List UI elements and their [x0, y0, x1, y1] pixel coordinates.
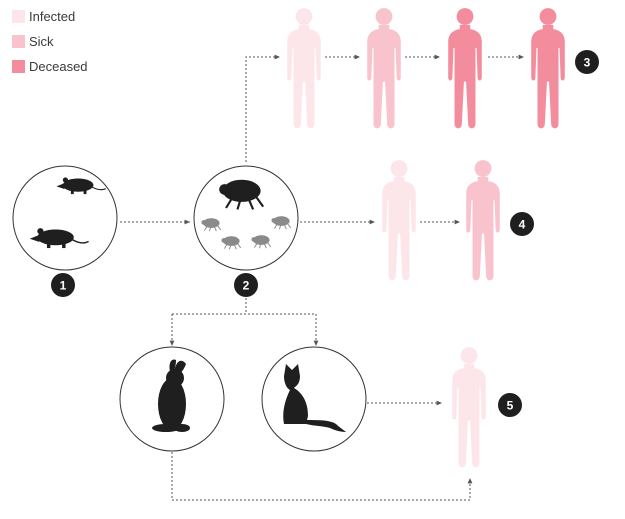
human-figure-icon — [382, 160, 416, 281]
legend-item-sick: Sick — [12, 29, 88, 54]
human-figure-icon — [531, 8, 565, 129]
legend-item-deceased: Deceased — [12, 54, 88, 79]
cat-circle — [261, 346, 367, 452]
legend-swatch — [12, 60, 25, 73]
human-figure-icon — [466, 160, 500, 281]
arrow-connectors — [120, 54, 524, 501]
step-number: 5 — [507, 399, 514, 413]
middle-row-humans — [382, 160, 500, 281]
rabbit-circle — [119, 346, 225, 452]
legend-label: Deceased — [29, 59, 88, 74]
step-number: 1 — [60, 279, 67, 293]
legend-swatch — [12, 10, 25, 23]
top-row-humans — [287, 8, 565, 129]
cat-icon — [283, 364, 346, 432]
human-figure-icon — [452, 347, 486, 468]
step-number: 3 — [584, 56, 591, 70]
step-number: 4 — [519, 218, 526, 232]
human-figure-icon — [287, 8, 321, 129]
flea-circle — [193, 165, 299, 271]
step-badge: 2 — [234, 273, 258, 297]
legend-label: Sick — [29, 34, 54, 49]
step-badge: 1 — [51, 273, 75, 297]
legend-label: Infected — [29, 9, 76, 24]
arrow-flea-down — [172, 298, 316, 315]
rats-circle — [12, 165, 118, 271]
step-badge: 4 — [510, 212, 534, 236]
human-figure-icon — [448, 8, 482, 129]
arrow-rabbit-to-human — [171, 452, 473, 501]
rabbit-icon — [152, 359, 190, 432]
legend: Infected Sick Deceased — [12, 4, 88, 79]
step-badge: 3 — [575, 50, 599, 74]
legend-swatch — [12, 35, 25, 48]
arrow-flea-up — [245, 54, 280, 162]
legend-item-infected: Infected — [12, 4, 88, 29]
step-badge: 5 — [498, 393, 522, 417]
human-figure-icon — [367, 8, 401, 129]
step-number: 2 — [243, 279, 250, 293]
